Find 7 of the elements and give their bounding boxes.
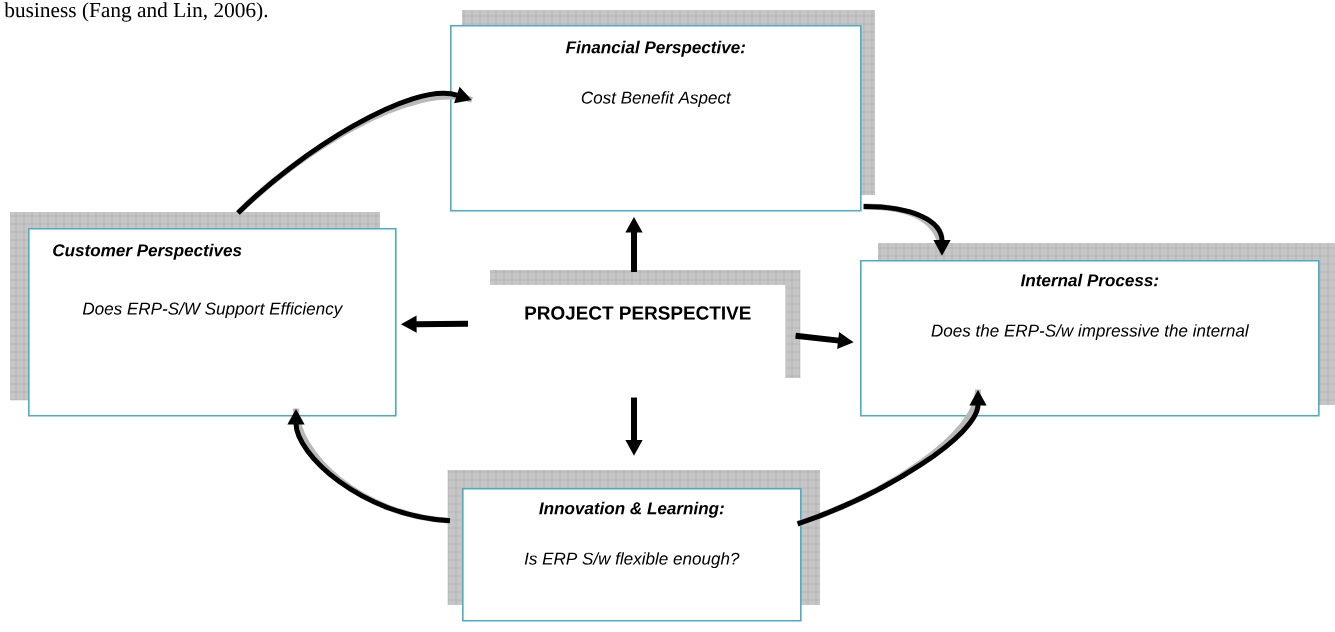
- process-box: Customer Perspectives Does ERP-S/W Support Efficiency: [9, 211, 397, 417]
- text-line: business (Fang and Lin, 2006).: [4, 2, 268, 22]
- node-label: PROJECT PERSPECTIVE: [525, 306, 751, 320]
- process-box: Internal Process: Does the ERP-S/w impressive the internal: [860, 242, 1335, 417]
- heading-box: PROJECT PERSPECTIVE: [489, 269, 801, 379]
- process-box: Innovation & Learning: Is ERP S/w flexible enough?: [447, 469, 821, 622]
- process-box: Financial Perspective: Cost Benefit Aspect: [450, 9, 876, 212]
